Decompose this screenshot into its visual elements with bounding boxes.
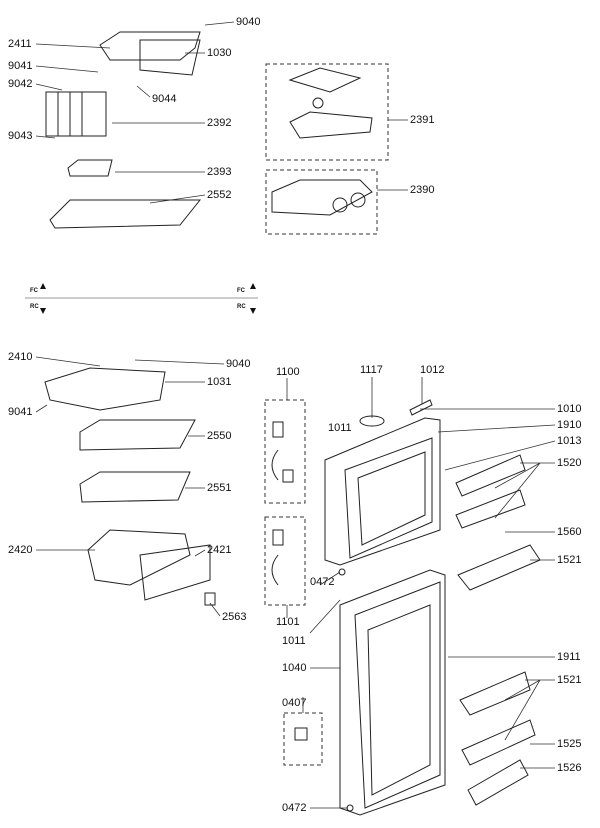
part-label-2390: 2390 bbox=[410, 184, 435, 196]
part-label-0472: 0472 bbox=[282, 802, 307, 814]
part-label-2393: 2393 bbox=[207, 166, 232, 178]
part-label-2410: 2410 bbox=[8, 351, 33, 363]
part-label-1910: 1910 bbox=[557, 419, 582, 431]
part-label-2552: 2552 bbox=[207, 189, 232, 201]
part-label-9041: 9041 bbox=[8, 60, 33, 72]
part-label-1040: 1040 bbox=[282, 662, 307, 674]
part-label-1525: 1525 bbox=[557, 738, 582, 750]
part-label-1526: 1526 bbox=[557, 762, 582, 774]
part-label-9042: 9042 bbox=[8, 78, 33, 90]
part-label-0472: 0472 bbox=[310, 576, 335, 588]
part-label-1520: 1520 bbox=[557, 457, 582, 469]
part-label-2421: 2421 bbox=[207, 544, 232, 556]
part-label-1117: 1117 bbox=[360, 364, 383, 376]
part-label-1011: 1011 bbox=[328, 422, 352, 434]
part-label-9040: 9040 bbox=[226, 358, 251, 370]
part-label-1010: 1010 bbox=[557, 403, 582, 415]
part-label-1521: 1521 bbox=[557, 674, 582, 686]
part-label-1012: 1012 bbox=[420, 364, 445, 376]
fc-marker-left: FC bbox=[30, 288, 38, 294]
part-label-9040: 9040 bbox=[236, 16, 261, 28]
hinge-cover-icon bbox=[359, 415, 385, 427]
part-label-1560: 1560 bbox=[557, 526, 582, 538]
freezer-parts-shapes bbox=[45, 31, 373, 229]
rc-marker-right: RC bbox=[237, 304, 246, 310]
fc-marker-right: FC bbox=[237, 288, 245, 294]
part-label-2392: 2392 bbox=[207, 117, 232, 129]
ice-maker-knob-icon bbox=[312, 97, 324, 109]
ice-tray-cup-icon bbox=[350, 192, 366, 208]
part-label-1100: 1100 bbox=[276, 366, 300, 378]
leader-lines bbox=[35, 21, 556, 809]
ice-tray-cup-icon bbox=[332, 197, 348, 213]
part-label-2411: 2411 bbox=[8, 38, 32, 50]
part-label-2551: 2551 bbox=[207, 482, 232, 494]
part-label-1013: 1013 bbox=[557, 435, 582, 447]
dashed-groups bbox=[264, 63, 389, 766]
part-label-1521: 1521 bbox=[557, 554, 582, 566]
part-label-2563: 2563 bbox=[222, 611, 247, 623]
part-label-9043: 9043 bbox=[8, 130, 33, 142]
fridge-parts-shapes bbox=[44, 367, 216, 606]
part-label-2391: 2391 bbox=[410, 114, 435, 126]
part-label-1030: 1030 bbox=[207, 47, 232, 59]
part-label-2550: 2550 bbox=[207, 430, 232, 442]
part-label-1911: 1911 bbox=[557, 651, 581, 663]
hinge-pin-icon bbox=[346, 804, 354, 812]
part-label-9041: 9041 bbox=[8, 406, 33, 418]
part-label-2420: 2420 bbox=[8, 544, 33, 556]
part-label-0407: 0407 bbox=[282, 697, 307, 709]
part-label-1031: 1031 bbox=[207, 376, 232, 388]
part-label-1101: 1101 bbox=[276, 616, 300, 628]
part-label-9044: 9044 bbox=[152, 93, 177, 105]
hinge-pin-icon bbox=[338, 568, 346, 576]
door-parts-shapes bbox=[271, 399, 541, 816]
part-label-1011: 1011 bbox=[282, 635, 306, 647]
rc-marker-left: RC bbox=[30, 304, 39, 310]
